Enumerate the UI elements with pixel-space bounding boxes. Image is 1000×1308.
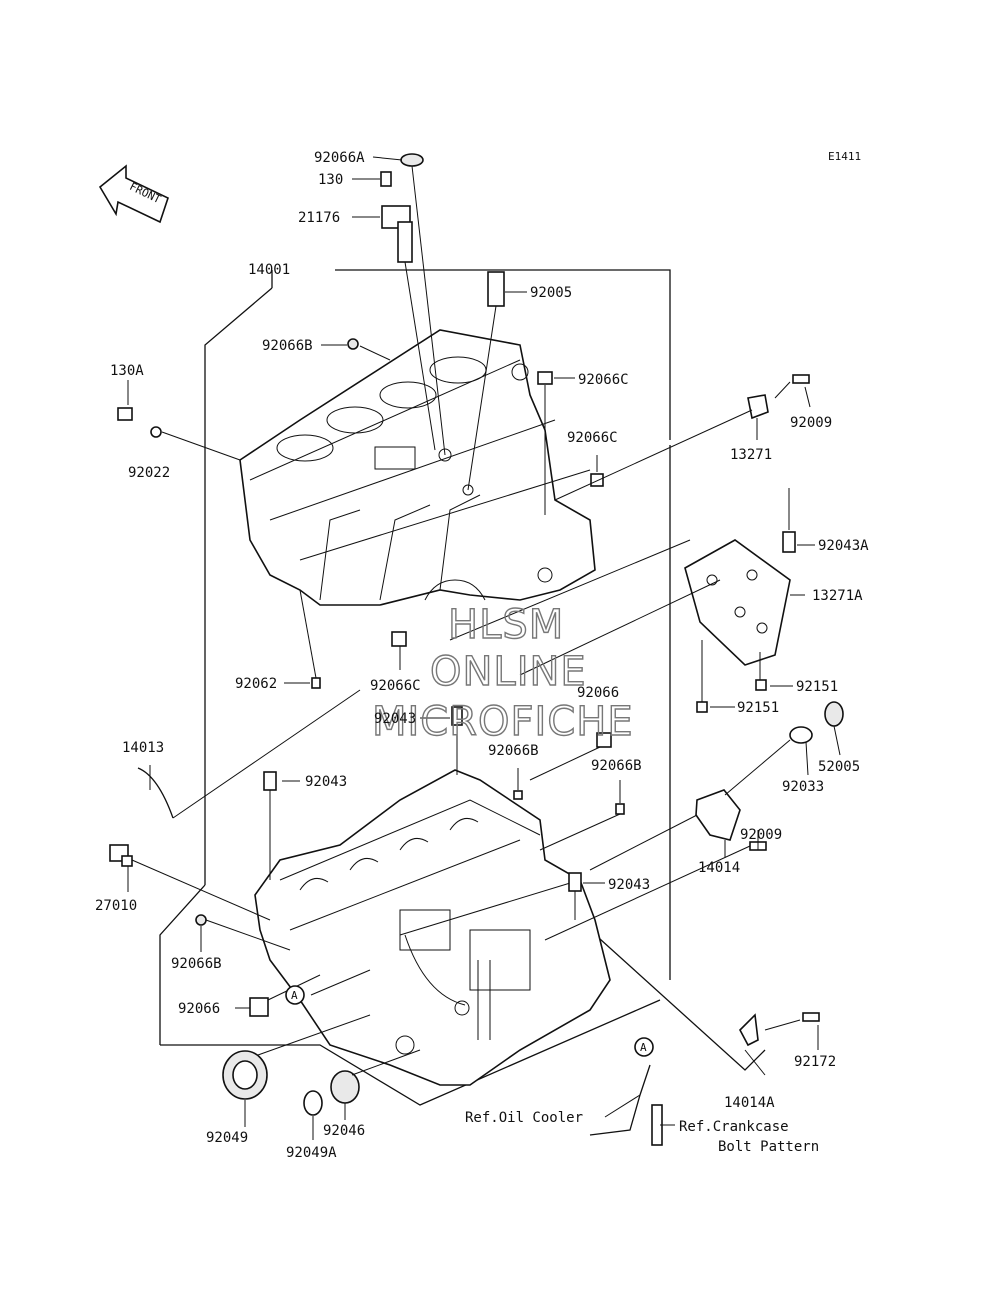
label-92066b-top: 92066B xyxy=(262,338,313,354)
plug-92066a xyxy=(400,153,424,167)
svg-text:ONLINE: ONLINE xyxy=(430,649,587,695)
label-92066c-2: 92066C xyxy=(567,430,618,446)
diagram-code: E1411 xyxy=(828,150,861,163)
label-13271: 13271 xyxy=(730,447,772,463)
label-92151-2: 92151 xyxy=(737,700,779,716)
front-arrow-icon: FRONT xyxy=(98,164,169,224)
svg-text:MICROFICHE: MICROFICHE xyxy=(372,699,634,745)
svg-text:HLSM: HLSM xyxy=(448,602,564,648)
label-92066-low: 92066 xyxy=(178,1001,220,1017)
label-92043-2: 92043 xyxy=(305,774,347,790)
label-14013: 14013 xyxy=(122,740,164,756)
plate-13271 xyxy=(747,394,769,420)
label-92066b-right: 92066B xyxy=(591,758,642,774)
gasket-14014 xyxy=(695,789,741,841)
bracket-lines xyxy=(159,269,766,1106)
upper-crankcase xyxy=(239,329,596,606)
clip-14013 xyxy=(137,767,174,819)
label-92151-1: 92151 xyxy=(796,679,838,695)
watermark: HLSM ONLINE MICROFICHE xyxy=(371,601,634,745)
label-14014a: 14014A xyxy=(724,1095,775,1111)
lower-crankcase xyxy=(254,769,611,1086)
fitting-92005 xyxy=(487,271,505,307)
label-13271a: 13271A xyxy=(812,588,863,604)
label-92043a: 92043A xyxy=(818,538,869,554)
svg-text:A: A xyxy=(291,989,298,1002)
switch-27010 xyxy=(109,844,133,867)
svg-text:A: A xyxy=(640,1041,647,1054)
label-92066c-3: 92066C xyxy=(370,678,421,694)
label-92046: 92046 xyxy=(323,1123,365,1139)
label-14001: 14001 xyxy=(248,262,290,278)
label-92009-top: 92009 xyxy=(790,415,832,431)
label-92043-3: 92043 xyxy=(608,877,650,893)
label-92066a: 92066A xyxy=(314,150,365,166)
label-92033: 92033 xyxy=(782,779,824,795)
label-52005: 52005 xyxy=(818,759,860,775)
label-92066: 92066 xyxy=(577,685,619,701)
ref-oil-cooler: Ref.Oil Cooler xyxy=(465,1110,583,1126)
label-92005: 92005 xyxy=(530,285,572,301)
ref-crankcase: Ref.Crankcase xyxy=(679,1119,789,1135)
label-92062: 92062 xyxy=(235,676,277,692)
leader-lines xyxy=(127,156,841,1140)
label-92009-mid: 92009 xyxy=(740,827,782,843)
plate-13271a xyxy=(684,539,791,666)
label-92066b-mid: 92066B xyxy=(488,743,539,759)
label-21176: 21176 xyxy=(298,210,340,226)
label-92043-1: 92043 xyxy=(374,711,416,727)
label-92049: 92049 xyxy=(206,1130,248,1146)
label-130: 130 xyxy=(318,172,343,188)
label-92172: 92172 xyxy=(794,1054,836,1070)
label-92066b-low: 92066B xyxy=(171,956,222,972)
sensor-21176 xyxy=(381,205,413,263)
label-27010: 27010 xyxy=(95,898,137,914)
bolt-130a xyxy=(117,407,133,421)
label-92066c-1: 92066C xyxy=(578,372,629,388)
bolt-130 xyxy=(380,171,392,187)
cap-52005 xyxy=(824,701,844,727)
ref-bolt-pattern: Bolt Pattern xyxy=(718,1139,819,1155)
label-14014: 14014 xyxy=(698,860,740,876)
label-92049a: 92049A xyxy=(286,1145,337,1161)
callout-a-markers: A A xyxy=(285,985,654,1057)
bracket-14014a xyxy=(739,1013,759,1047)
label-92022: 92022 xyxy=(128,465,170,481)
part-labels: 92066A 130 21176 14001 92005 92066B 9206… xyxy=(95,150,869,1161)
reference-notes: Ref.Oil Cooler Ref.Crankcase Bolt Patter… xyxy=(465,1110,819,1155)
label-130a: 130A xyxy=(110,363,144,379)
